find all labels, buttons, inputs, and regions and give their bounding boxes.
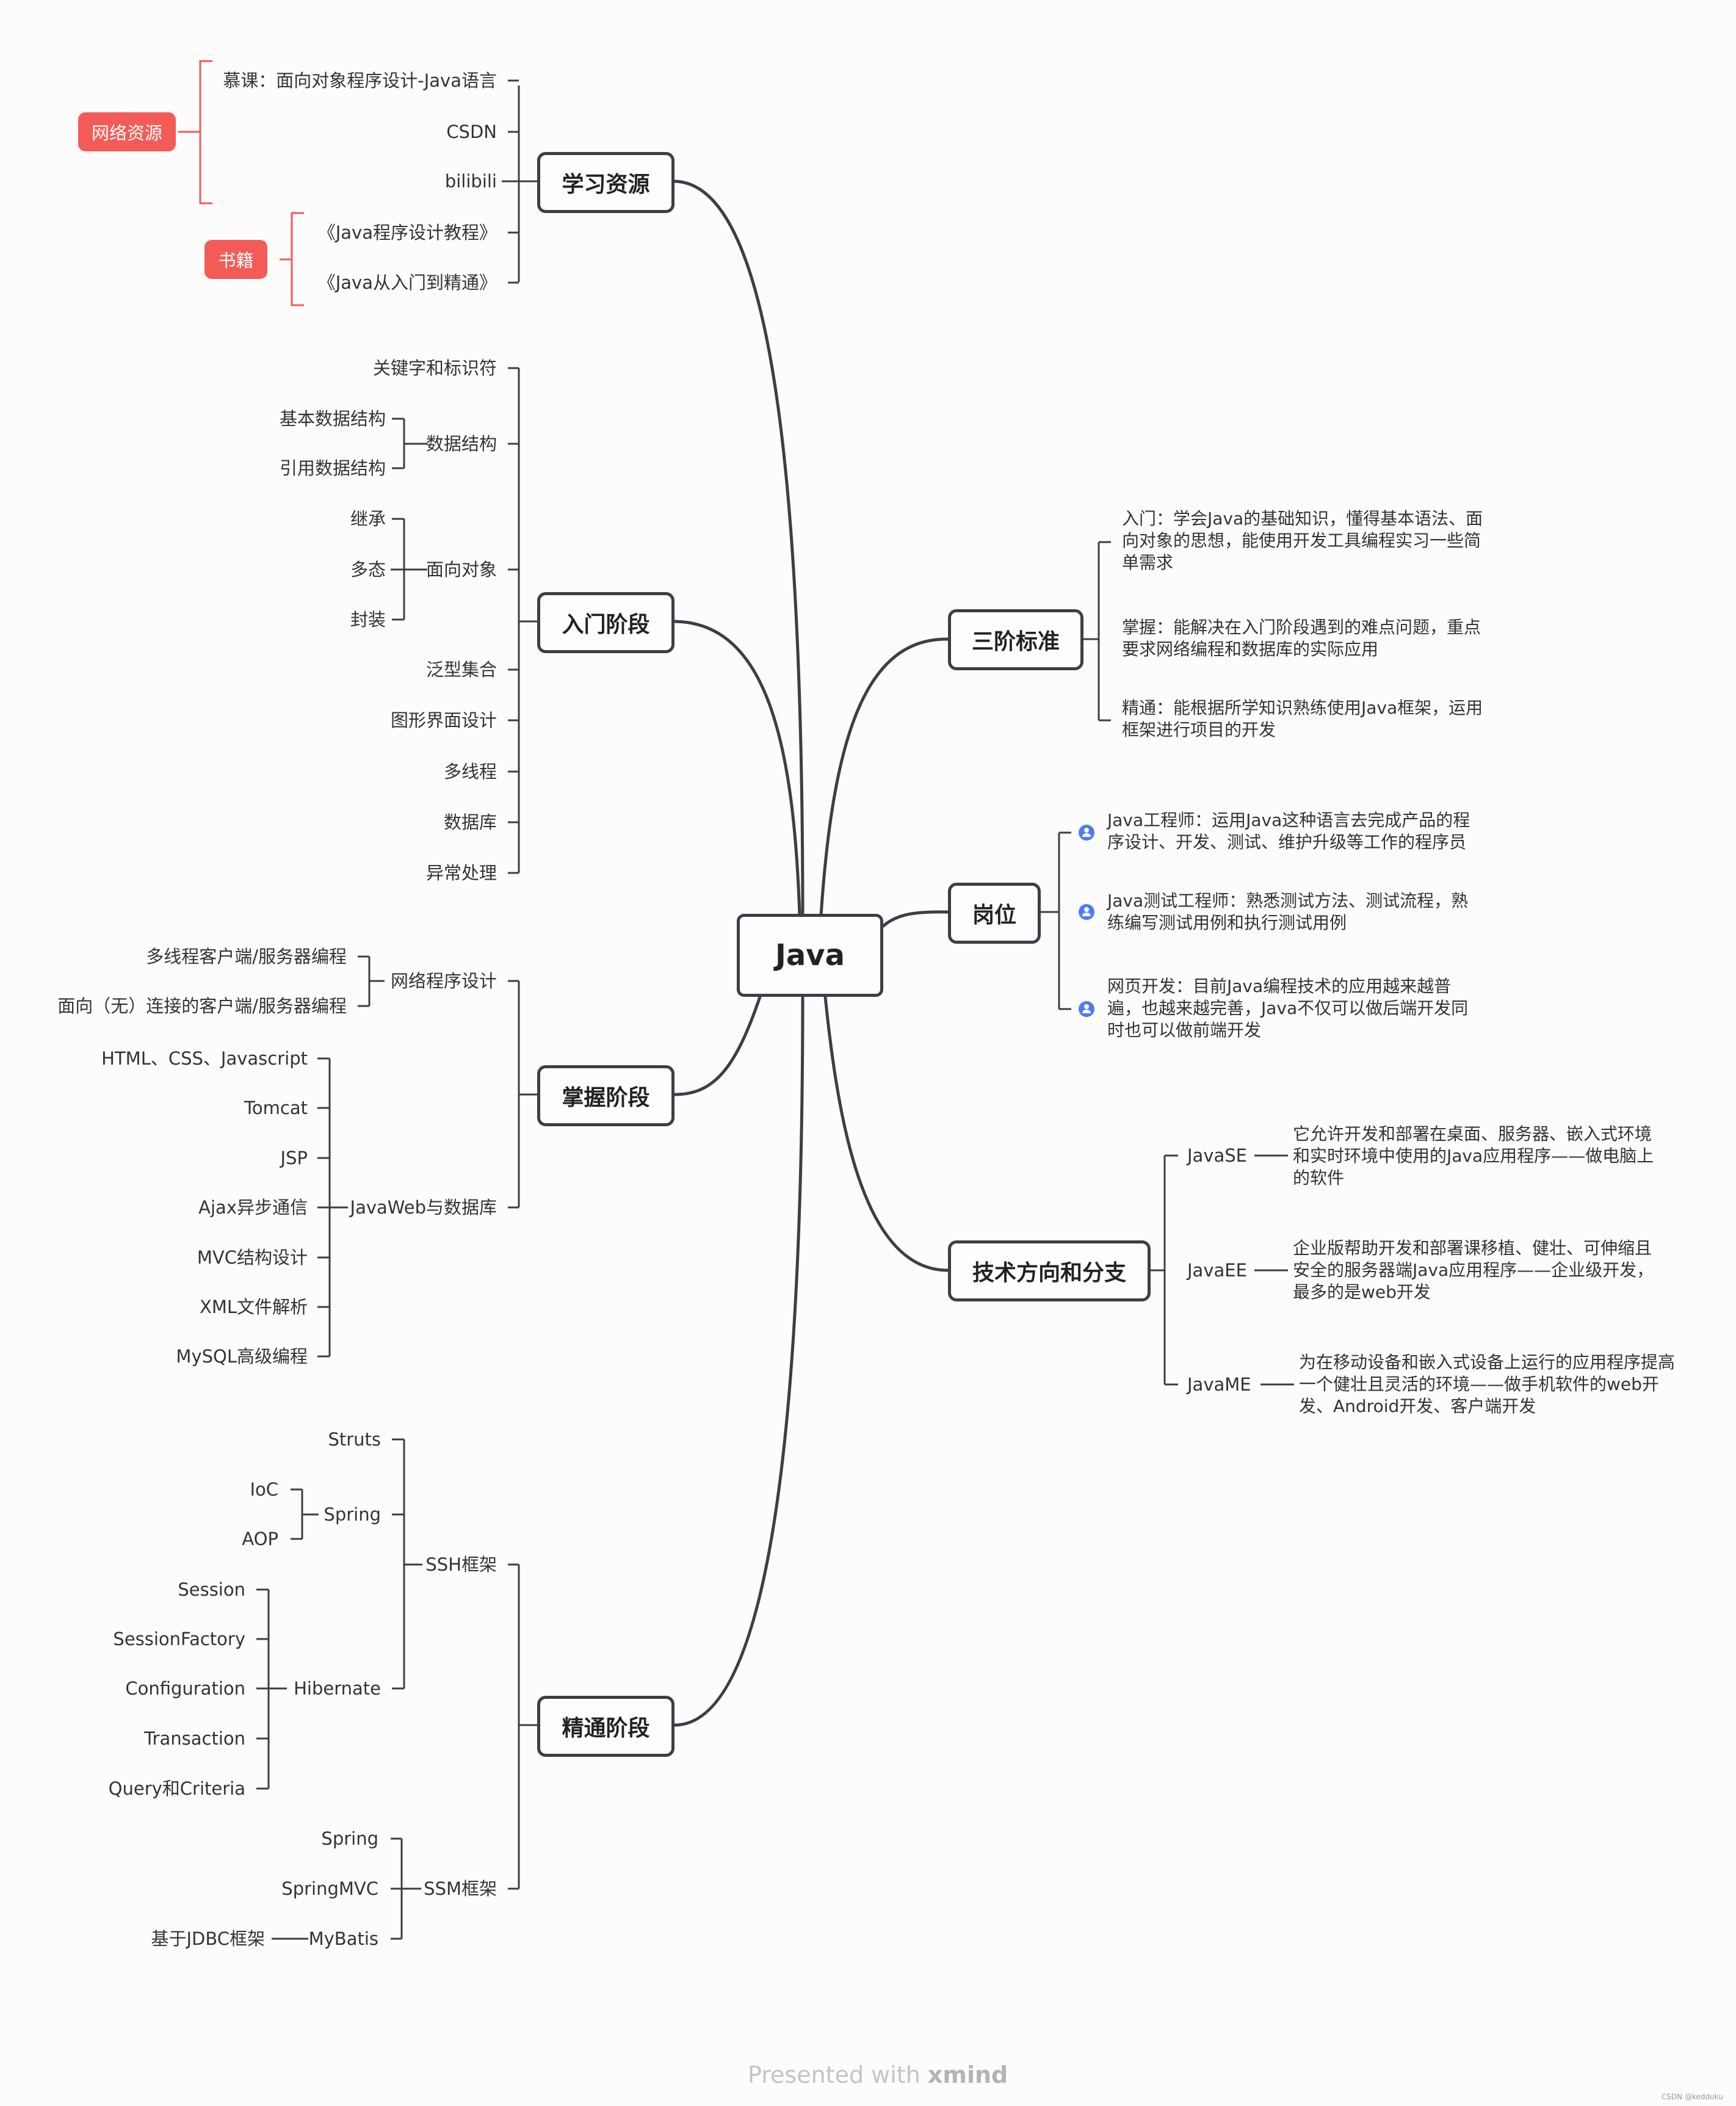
item-jsp[interactable]: JSP xyxy=(280,1148,308,1168)
item-encapsulation[interactable]: 封装 xyxy=(350,609,386,630)
desc-java-tester[interactable]: Java测试工程师：熟悉测试方法、测试流程，熟练编写测试用例和执行测试用例 xyxy=(1107,891,1469,933)
item-generics[interactable]: 泛型集合 xyxy=(425,659,497,680)
branch-expert-stage[interactable]: 精通阶段 xyxy=(537,1696,675,1757)
watermark: CSDN @kedduku xyxy=(1662,2093,1723,2101)
item-jdbc[interactable]: 基于JDBC框架 xyxy=(151,1928,265,1949)
item-ref-ds[interactable]: 引用数据结构 xyxy=(279,458,386,479)
link-root-expert xyxy=(673,995,805,1727)
branch-master-stage[interactable]: 掌握阶段 xyxy=(537,1065,675,1126)
branch-tech-directions[interactable]: 技术方向和分支 xyxy=(948,1240,1151,1301)
item-ssm-spring[interactable]: Spring xyxy=(321,1828,378,1849)
item-csdn[interactable]: CSDN xyxy=(446,121,497,142)
item-aop[interactable]: AOP xyxy=(242,1529,278,1549)
desc-javaee[interactable]: 企业版帮助开发和部署课移植、健壮、可伸缩且安全的服务器端Java应用程序——企业… xyxy=(1293,1238,1654,1302)
footer-text: Presented with xyxy=(748,2061,920,2088)
desc-javame[interactable]: 为在移动设备和嵌入式设备上运行的应用程序提高一个健壮且灵活的环境——做手机软件的… xyxy=(1299,1352,1676,1416)
item-polymorphism[interactable]: 多态 xyxy=(350,559,386,580)
item-exception[interactable]: 异常处理 xyxy=(425,863,497,883)
item-ssm[interactable]: SSM框架 xyxy=(424,1878,497,1899)
item-database[interactable]: 数据库 xyxy=(443,812,497,833)
item-ajax[interactable]: Ajax异步通信 xyxy=(198,1197,308,1218)
branch-learning-resources[interactable]: 学习资源 xyxy=(537,152,675,213)
link-root-jobs xyxy=(881,910,950,928)
item-session[interactable]: Session xyxy=(178,1579,245,1600)
item-net-multithread[interactable]: 多线程客户端/服务器编程 xyxy=(146,946,347,967)
link-root-master xyxy=(673,995,762,1096)
item-network-programming[interactable]: 网络程序设计 xyxy=(390,971,497,991)
item-html-css-js[interactable]: HTML、CSS、Javascript xyxy=(101,1048,308,1069)
user-icon-web xyxy=(1079,1001,1094,1017)
footer-presented-with: Presented with xmind xyxy=(748,2061,1008,2088)
item-session-factory[interactable]: SessionFactory xyxy=(113,1629,245,1649)
item-javaee[interactable]: JavaEE xyxy=(1187,1260,1247,1281)
link-root-three xyxy=(819,637,950,917)
item-javase[interactable]: JavaSE xyxy=(1187,1145,1247,1166)
item-hibernate[interactable]: Hibernate xyxy=(294,1678,381,1699)
item-mvc[interactable]: MVC结构设计 xyxy=(197,1247,308,1268)
link-root-entry xyxy=(673,620,801,917)
xmind-logo: xmind xyxy=(927,2061,1008,2088)
item-mooc[interactable]: 慕课：面向对象程序设计-Java语言 xyxy=(223,70,497,91)
link-root-tech xyxy=(823,995,950,1272)
item-keywords[interactable]: 关键字和标识符 xyxy=(372,358,497,378)
desc-entry-standard[interactable]: 入门：学会Java的基础知识，懂得基本语法、面向对象的思想，能使用开发工具编程实… xyxy=(1122,508,1483,573)
desc-master-standard[interactable]: 掌握：能解决在入门阶段遇到的难点问题，重点要求网络编程和数据库的实际应用 xyxy=(1122,617,1481,659)
item-xml[interactable]: XML文件解析 xyxy=(199,1297,308,1317)
item-mysql[interactable]: MySQL高级编程 xyxy=(176,1346,308,1367)
item-net-connection[interactable]: 面向（无）连接的客户端/服务器编程 xyxy=(57,996,347,1016)
item-book-java-tutorial[interactable]: 《Java程序设计教程》 xyxy=(317,222,497,243)
item-javaweb-db[interactable]: JavaWeb与数据库 xyxy=(350,1197,497,1218)
link-root-learning xyxy=(673,179,805,917)
item-javame[interactable]: JavaME xyxy=(1187,1374,1251,1395)
item-basic-ds[interactable]: 基本数据结构 xyxy=(279,408,386,429)
item-oop[interactable]: 面向对象 xyxy=(425,559,497,580)
item-transaction[interactable]: Transaction xyxy=(144,1728,245,1749)
desc-java-engineer[interactable]: Java工程师：运用Java这种语言去完成产品的程序设计、开发、测试、维护升级等… xyxy=(1107,810,1470,852)
item-struts[interactable]: Struts xyxy=(328,1429,381,1450)
branch-three-standards[interactable]: 三阶标准 xyxy=(948,609,1083,670)
item-tomcat[interactable]: Tomcat xyxy=(244,1098,308,1118)
item-query-criteria[interactable]: Query和Criteria xyxy=(108,1778,245,1799)
desc-javase[interactable]: 它允许开发和部署在桌面、服务器、嵌入式环境和实时环境中使用的Java应用程序——… xyxy=(1293,1124,1654,1188)
item-ssh[interactable]: SSH框架 xyxy=(425,1554,497,1575)
desc-web-dev[interactable]: 网页开发：目前Java编程技术的应用越来越普遍，也越来越完善，Java不仅可以做… xyxy=(1107,976,1469,1040)
root-topic[interactable]: Java xyxy=(737,914,883,997)
item-ioc[interactable]: IoC xyxy=(250,1479,278,1500)
item-inheritance[interactable]: 继承 xyxy=(350,508,386,529)
item-data-structures[interactable]: 数据结构 xyxy=(425,433,497,454)
item-book-java-beginner[interactable]: 《Java从入门到精通》 xyxy=(317,272,497,293)
user-icon-engineer xyxy=(1079,825,1094,841)
item-spring[interactable]: Spring xyxy=(324,1504,381,1525)
item-mybatis[interactable]: MyBatis xyxy=(308,1928,378,1949)
user-icon-tester xyxy=(1079,904,1094,920)
item-multithread[interactable]: 多线程 xyxy=(443,761,497,782)
tag-books: 书籍 xyxy=(204,240,267,279)
tag-online-resources: 网络资源 xyxy=(78,112,176,151)
item-configuration[interactable]: Configuration xyxy=(125,1678,245,1699)
item-gui[interactable]: 图形界面设计 xyxy=(390,710,497,731)
branch-jobs[interactable]: 岗位 xyxy=(948,883,1041,944)
branch-entry-stage[interactable]: 入门阶段 xyxy=(537,592,675,653)
item-bilibili[interactable]: bilibili xyxy=(444,171,497,192)
item-springmvc[interactable]: SpringMVC xyxy=(281,1878,378,1899)
desc-expert-standard[interactable]: 精通：能根据所学知识熟练使用Java框架，运用框架进行项目的开发 xyxy=(1122,698,1483,740)
